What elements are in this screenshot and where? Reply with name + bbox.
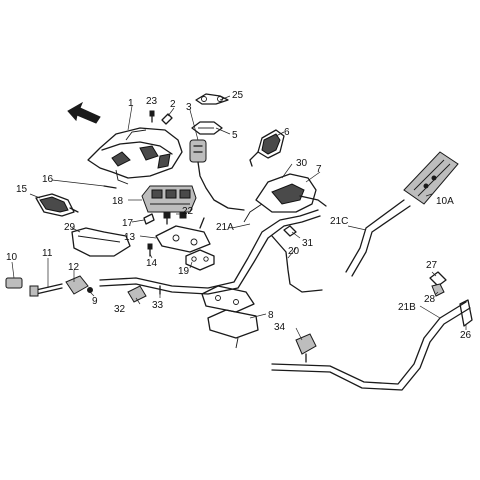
label-5: 5 xyxy=(232,130,238,141)
label-10a: 10A xyxy=(436,196,454,207)
handlebar-21b-part xyxy=(271,301,471,391)
label-6: 6 xyxy=(284,127,290,138)
handlebar-21a-part xyxy=(99,209,321,295)
label-7: 7 xyxy=(316,164,322,175)
nut-part xyxy=(87,287,93,293)
clamp-19-part xyxy=(185,249,215,271)
label-34: 34 xyxy=(274,322,286,333)
label-13: 13 xyxy=(124,232,136,243)
mirror-right-part xyxy=(249,129,285,167)
clip-31-part xyxy=(283,225,297,237)
clip-32-part xyxy=(127,285,147,303)
bolt-14-part xyxy=(147,243,153,257)
bar-end-weight-part xyxy=(65,275,89,295)
label-2: 2 xyxy=(170,99,176,110)
label-1: 1 xyxy=(128,98,134,109)
front-cover-part xyxy=(87,127,183,185)
label-23: 23 xyxy=(146,96,158,107)
clamp-27-part xyxy=(429,271,447,287)
mirror-left-part xyxy=(35,193,79,217)
label-15: 15 xyxy=(16,184,28,195)
label-21c: 21C xyxy=(330,216,348,227)
label-3: 3 xyxy=(186,102,192,113)
label-8: 8 xyxy=(268,310,274,321)
ring-part xyxy=(191,121,223,135)
end-cap-part xyxy=(5,277,23,289)
label-30: 30 xyxy=(296,158,308,169)
grip-part xyxy=(403,151,459,205)
lower-bracket-part xyxy=(201,285,259,349)
label-31: 31 xyxy=(302,238,314,249)
fastener-22-part xyxy=(163,211,187,225)
label-17: 17 xyxy=(122,218,134,229)
label-11: 11 xyxy=(42,248,53,259)
guard-bar-part xyxy=(71,227,131,257)
lever-26-part xyxy=(459,299,473,327)
label-9: 9 xyxy=(92,296,98,307)
label-27: 27 xyxy=(426,260,438,271)
arrow-icon xyxy=(67,101,101,124)
label-21b: 21B xyxy=(398,302,416,313)
label-22: 22 xyxy=(182,206,194,217)
lever-clamp-part xyxy=(295,333,317,363)
label-19: 19 xyxy=(178,266,190,277)
throttle-housing-part xyxy=(243,173,327,223)
label-25: 25 xyxy=(232,90,244,101)
bracket-plate-part xyxy=(155,217,211,253)
bolt-part xyxy=(103,185,117,189)
label-10: 10 xyxy=(6,252,18,263)
meter-unit-part xyxy=(141,185,197,213)
label-28: 28 xyxy=(424,294,436,305)
label-29: 29 xyxy=(64,222,76,233)
label-33: 33 xyxy=(152,300,164,311)
label-20: 20 xyxy=(288,246,300,257)
label-18: 18 xyxy=(112,196,124,207)
bolt-28-part xyxy=(431,283,445,297)
label-26: 26 xyxy=(460,330,472,341)
screw-part xyxy=(149,110,155,123)
clip-part xyxy=(161,113,173,125)
bar-end-bolt-part xyxy=(29,283,63,297)
label-12: 12 xyxy=(68,262,80,273)
label-32: 32 xyxy=(114,304,126,315)
label-16: 16 xyxy=(42,174,54,185)
label-21a: 21A xyxy=(216,222,234,233)
switch-part xyxy=(189,139,245,211)
cable-part xyxy=(271,235,323,293)
leader-lines xyxy=(11,95,467,341)
handlebar-21c-part xyxy=(345,199,411,277)
label-14: 14 xyxy=(146,258,158,269)
fastener-17-part xyxy=(143,213,155,225)
